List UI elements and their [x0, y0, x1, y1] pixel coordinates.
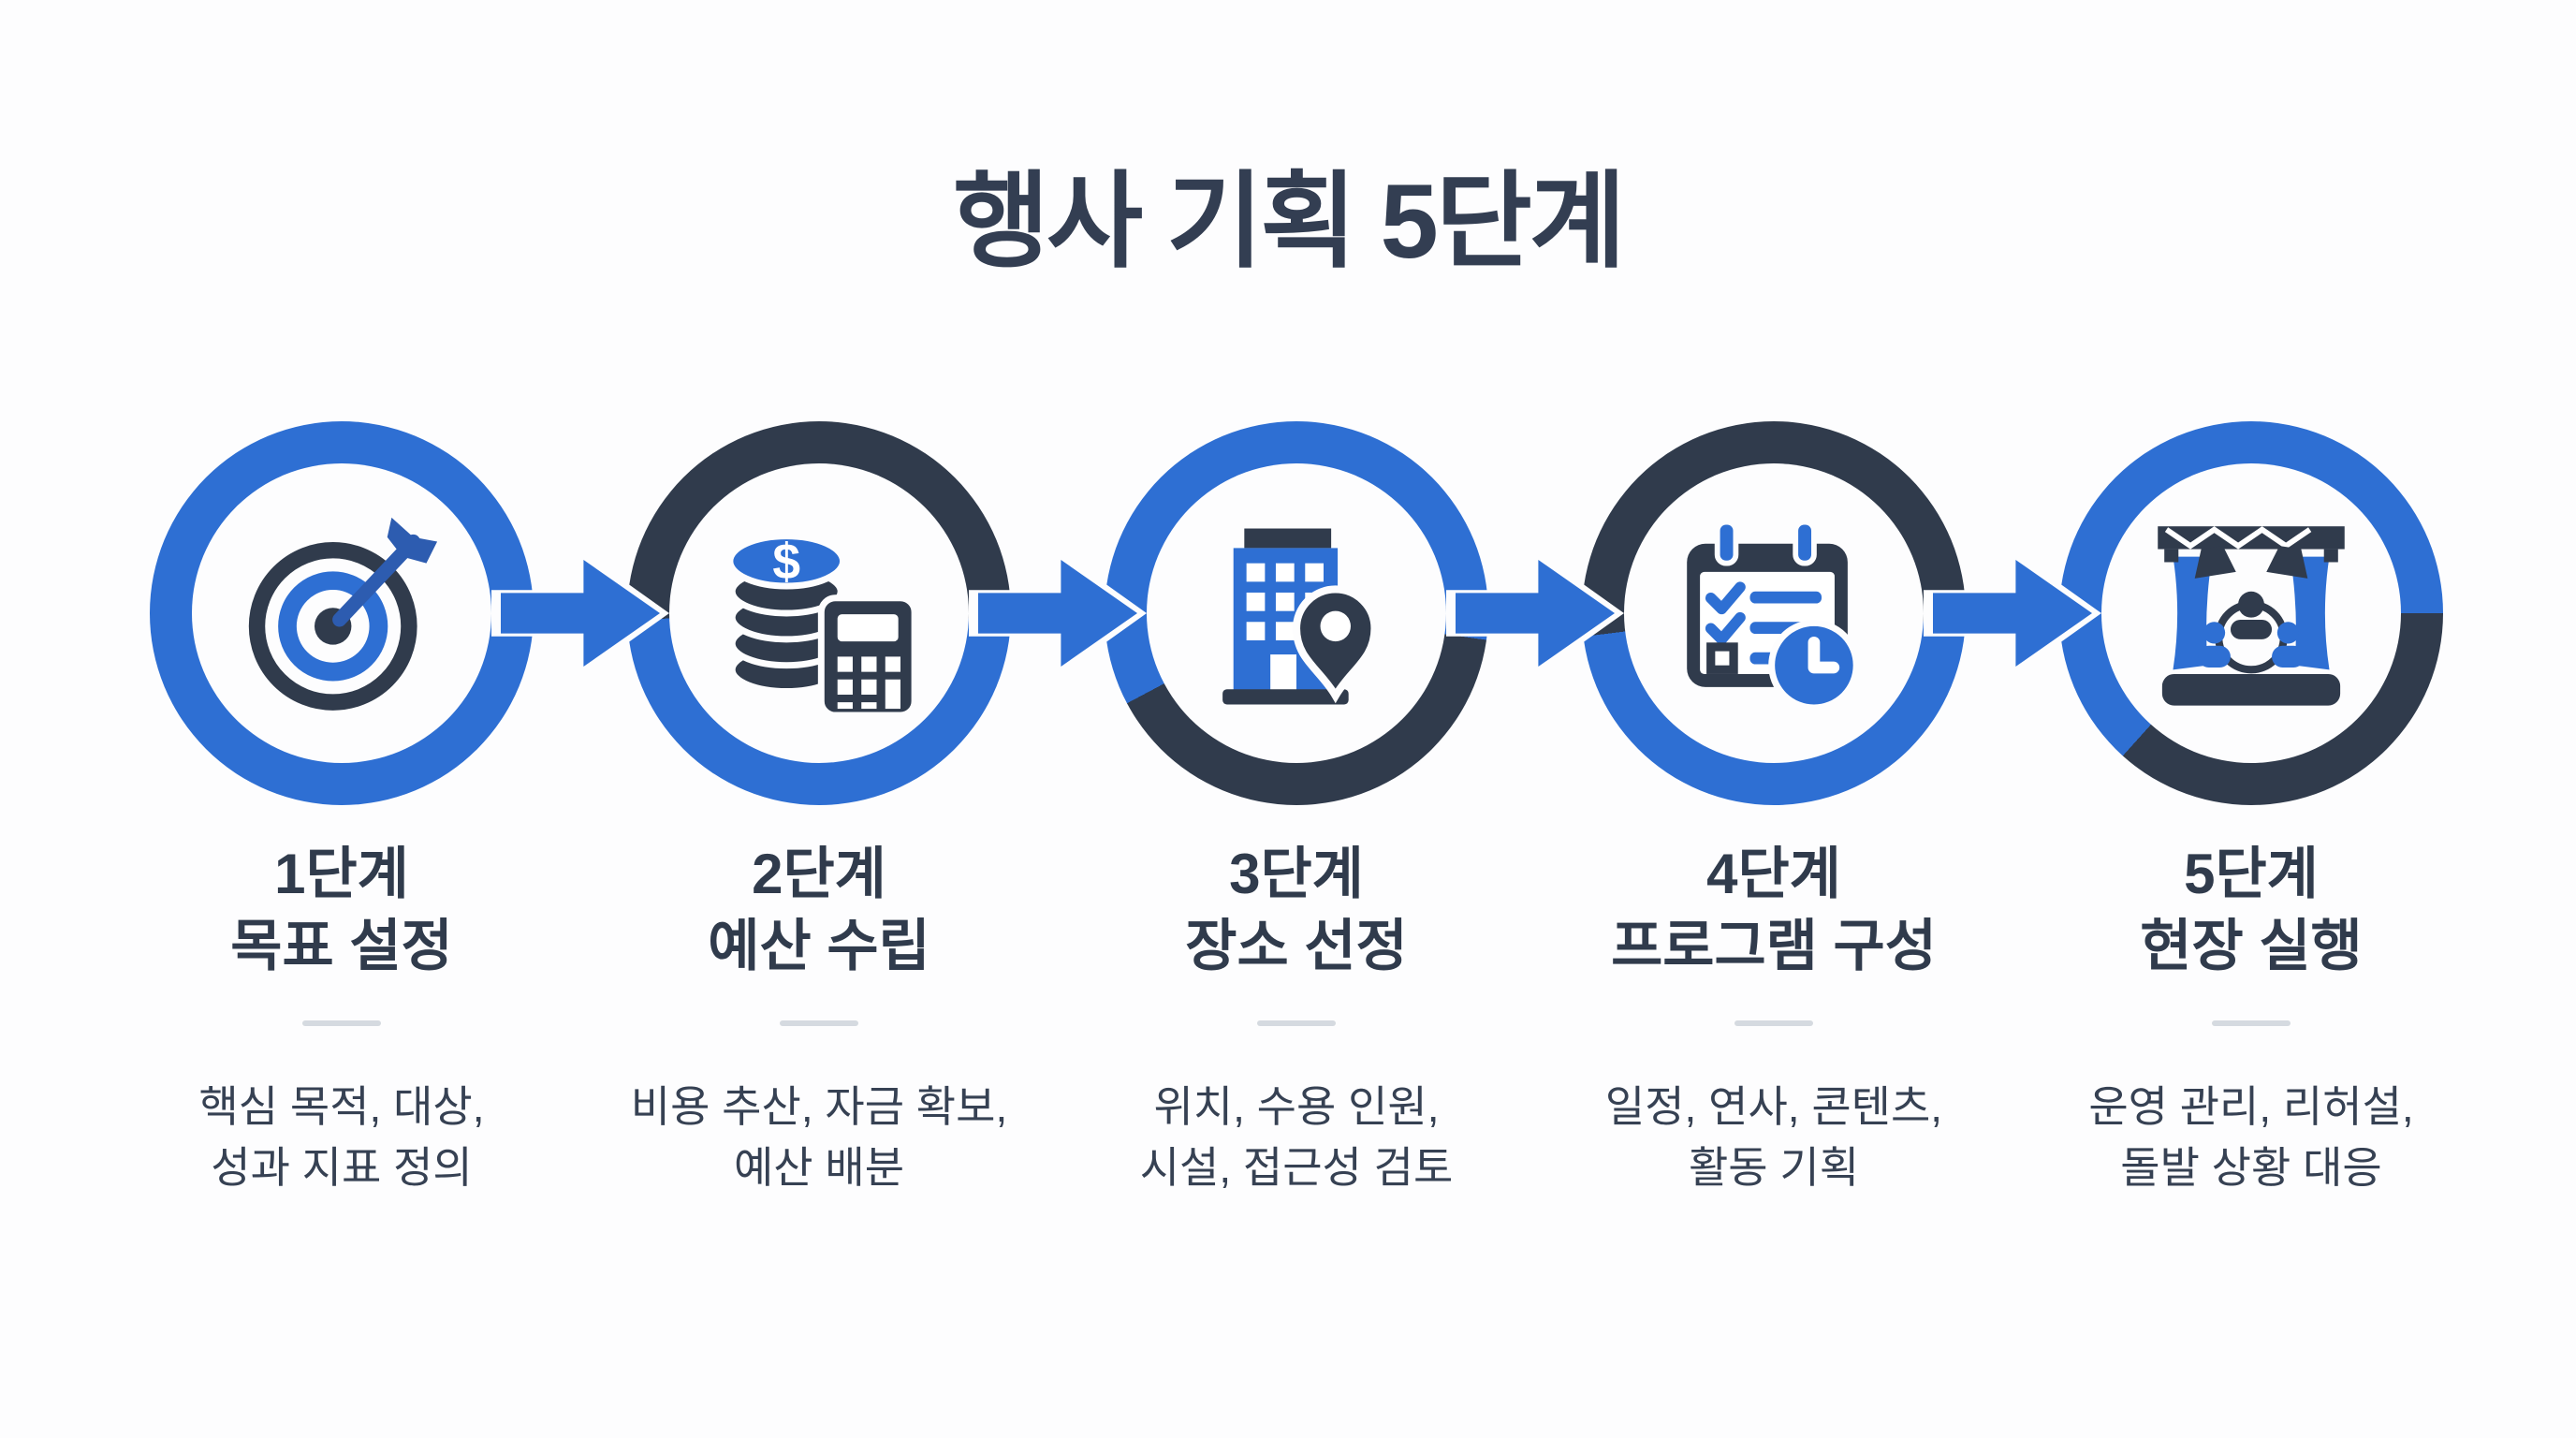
step-1-circle: [150, 421, 534, 805]
page-title: 행사 기획 5단계: [953, 163, 1626, 280]
step-2-title: 2단계 예산 수립: [708, 843, 930, 977]
flow-arrow-3: [1446, 552, 1624, 674]
step-5-circle: [2059, 421, 2443, 805]
step-1-divider: [302, 1020, 381, 1026]
step-5-description: 운영 관리, 리허설, 돌발 상황 대응: [2088, 1081, 2414, 1192]
coins-calculator-icon: $: [726, 533, 918, 719]
step-1-column: 1단계 목표 설정 핵심 목적, 대상, 성과 지표 정의: [80, 421, 604, 1198]
step-4-divider: [1734, 1020, 1813, 1026]
step-3-divider: [1257, 1020, 1336, 1026]
step-1-description: 핵심 목적, 대상, 성과 지표 정의: [198, 1081, 485, 1192]
arrow-right-icon: [1933, 560, 2092, 667]
stage-icon: [2158, 526, 2345, 706]
step-3-description: 위치, 수용 인원, 시설, 접근성 검토: [1139, 1081, 1454, 1192]
flow-arrow-2: [969, 552, 1147, 674]
flow-arrow-4: [1924, 552, 2101, 674]
calendar-clock-icon: [1687, 519, 1860, 712]
step-4-description: 일정, 연사, 콘텐츠, 활동 기획: [1604, 1081, 1943, 1192]
step-3-column: 3단계 장소 선정 위치, 수용 인원, 시설, 접근성 검토: [1034, 421, 1559, 1198]
step-5-title: 5단계 현장 실행: [2140, 843, 2363, 977]
step-4-circle: [1582, 421, 1966, 805]
step-2-divider: [780, 1020, 858, 1026]
step-3-title: 3단계 장소 선정: [1185, 843, 1408, 977]
svg-text:$: $: [772, 535, 800, 590]
step-5-column: 5단계 현장 실행 운영 관리, 리허설, 돌발 상황 대응: [1989, 421, 2513, 1198]
step-1-title: 1단계 목표 설정: [230, 843, 453, 977]
step-2-circle: $: [627, 421, 1011, 805]
building-pin-icon: [1222, 528, 1379, 705]
step-4-title: 4단계 프로그램 구성: [1611, 843, 1937, 977]
step-4-column: 4단계 프로그램 구성 일정, 연사, 콘텐츠, 활동 기획: [1512, 421, 2036, 1198]
step-2-column: $ 2단계 예산 수립 비용 추산, 자금 확보, 예산 배분: [557, 421, 1081, 1198]
target-arrow-icon: [248, 517, 438, 711]
flow-arrow-1: [491, 552, 669, 674]
step-2-description: 비용 추산, 자금 확보, 예산 배분: [630, 1081, 1008, 1192]
arrow-right-icon: [1456, 560, 1615, 667]
arrow-right-icon: [501, 560, 660, 667]
step-5-divider: [2212, 1020, 2291, 1026]
arrow-right-icon: [978, 560, 1137, 667]
step-3-circle: [1105, 421, 1488, 805]
